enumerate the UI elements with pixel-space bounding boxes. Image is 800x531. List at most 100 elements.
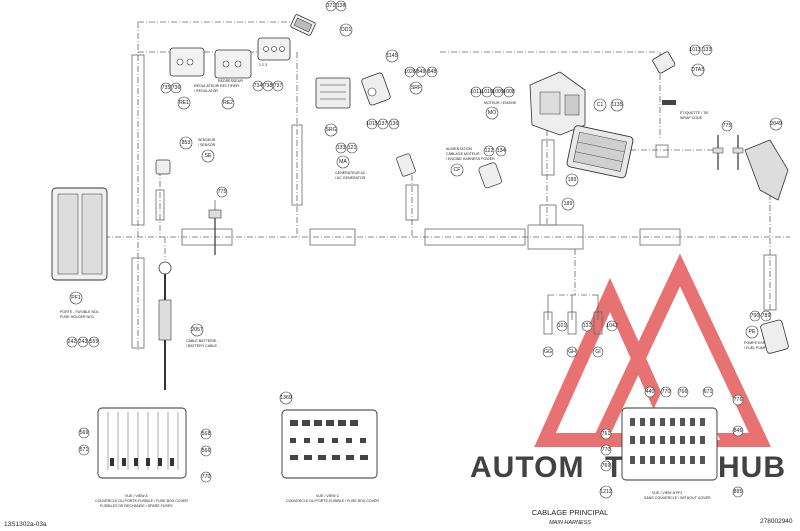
- ref-738: 738: [264, 83, 273, 89]
- ref-440: 440: [646, 389, 655, 395]
- engine-harness-label-1: ALIMENTATION: [446, 147, 472, 151]
- ref-cf: CF: [454, 167, 461, 173]
- connector-c1: C1 1135 189 189: [561, 98, 634, 211]
- ref-846: 846: [734, 428, 743, 434]
- ref-1135: 1135: [611, 102, 622, 108]
- regulator-connectors: 1 2 3 735 736 RÉGULATEUR / REGULATOR RE1…: [160, 37, 291, 110]
- ref-pe: PE: [749, 329, 756, 335]
- fuel-pump-label-en: / FUEL PUMP: [744, 346, 767, 350]
- ref-se: SE: [205, 153, 212, 159]
- pins-label: 1 2 3: [259, 63, 267, 67]
- view-a-fuse-cover: 569 571 568 566 770 VUE / VIEW A COUVERC…: [78, 407, 212, 508]
- ref-569: 569: [80, 430, 89, 436]
- ref-1145: 1145: [386, 53, 397, 59]
- sensor-label-en: / SENSOR: [198, 143, 216, 147]
- ref-1015: 1015: [366, 121, 378, 127]
- rectifier-label-fr: REDRESSEUR: [218, 79, 243, 83]
- ref-853: 853: [182, 140, 191, 146]
- engine-mo: 1011 1010 1009 1008 MOTEUR / ENGINE MO: [470, 71, 586, 136]
- ref-1010: 1010: [481, 89, 493, 95]
- ref-848: 848: [428, 69, 437, 75]
- ref-re1: RE1: [179, 100, 189, 106]
- engine-harness-label-3: / ENGINE HARNESS POWER: [446, 157, 495, 161]
- watermark-text-1: AUTOM: [470, 451, 584, 484]
- ref-371: 371: [327, 3, 336, 9]
- ref-od1: OD1: [341, 27, 352, 33]
- ref-769: 769: [602, 463, 611, 469]
- battery-label-en: / BATTERY CABLE -: [186, 344, 220, 348]
- ref-c1: C1: [597, 102, 604, 108]
- ref-895: 895: [734, 489, 743, 495]
- ref-gh: GH: [568, 349, 576, 355]
- view-c-fuse-cover: 1369 VUE / VIEW C COUVERCLE DU PORTE-FUS…: [279, 391, 379, 503]
- tie-wrap-label-fr: ÉTIQUETTE / TIE: [680, 110, 709, 115]
- regulator-label-en: / REGULATOR: [194, 89, 218, 93]
- ref-1212: 1212: [600, 489, 612, 495]
- view-c-title: VUE / VIEW C: [316, 494, 340, 498]
- ref-776: 776: [734, 397, 743, 403]
- ref-136: 136: [390, 121, 399, 127]
- connector-dtas: 1013 133 DTAS ÉTIQUETTE / TIE WRAP CODE: [652, 44, 713, 120]
- generator-ma: 133 121 MA GÉNÉRATEUR AC / AC GENERATOR: [335, 142, 416, 180]
- ref-srf: SRF: [411, 85, 421, 91]
- ref-735: 735: [162, 85, 171, 91]
- ref-gg: GG: [544, 349, 552, 355]
- ref-pf1: PF1: [71, 295, 81, 301]
- ref-1009: 1009: [492, 89, 504, 95]
- ref-770-a: 770: [202, 474, 211, 480]
- ref-2049: 2049: [770, 121, 782, 127]
- ref-133-b: 133: [337, 145, 346, 151]
- ref-134: 134: [497, 148, 506, 154]
- ref-re2: RE2: [223, 100, 233, 106]
- ref-2057: 2057: [191, 327, 203, 333]
- drawing-number: 278002940: [760, 518, 793, 525]
- ref-gi: GI: [595, 349, 600, 355]
- regulator-label-fr: RÉGULATEUR: [194, 83, 219, 88]
- ref-671: 671: [704, 389, 713, 395]
- ref-ma: MA: [339, 159, 347, 165]
- ref-138: 138: [337, 3, 346, 9]
- ref-761: 761: [602, 431, 611, 437]
- sensor-label-fr: SENSEUR: [198, 138, 216, 142]
- ref-131: 131: [583, 323, 592, 329]
- view-b-title: VUE / VIEW B PF1: [652, 491, 683, 495]
- ref-775-a: 775: [218, 189, 227, 195]
- ref-1042: 1042: [606, 323, 618, 329]
- ref-1011: 1011: [470, 89, 481, 95]
- ref-mo: MO: [488, 110, 496, 116]
- sensor-se: 853 SENSEUR / SENSOR SE: [155, 136, 216, 175]
- engine-label: MOTEUR / ENGINE: [484, 101, 517, 105]
- ref-775-b: 775: [723, 123, 732, 129]
- harness-wiring: [60, 21, 790, 350]
- view-a-desc-fr: COUVERCLE DU PORTE-FUSIBLE / FUSE BOX CO…: [95, 499, 188, 503]
- connector-cf: ALIMENTATION CÂBLAGE MOTEUR / ENGINE HAR…: [446, 145, 507, 189]
- tie-wrap-label-en: WRAP CODE: [680, 116, 703, 120]
- fuse-holder-pf1: PF1 PORTE - FUSIBLE NO1 FUSE HOLDER NO1 …: [51, 187, 108, 348]
- ref-srg: SRG: [325, 127, 336, 133]
- ref-571: 571: [80, 447, 89, 453]
- connector-srf: 1145 1026 849 848 SRF: [361, 49, 438, 106]
- engine-harness-label-2: CÂBLAGE MOTEUR: [446, 152, 480, 156]
- ref-770-b: 770: [662, 389, 671, 395]
- ref-568: 568: [202, 431, 211, 437]
- drawing-subtitle: MAIN HARNESS: [549, 520, 591, 526]
- battery-label-fr: CÂBLE BATTERIE -: [186, 339, 219, 343]
- ref-101: 101: [558, 323, 567, 329]
- ref-243: 243: [79, 339, 88, 345]
- rectifier-label-en: / RECTIFIER: [218, 84, 239, 88]
- ref-736: 736: [172, 85, 181, 91]
- ref-1008: 1008: [503, 89, 515, 95]
- ref-789: 789: [762, 313, 771, 319]
- view-a-desc-en: FUSIBLES DE RECHANGE / SPARE FUSES: [100, 504, 173, 508]
- generator-label: GÉNÉRATEUR AC: [335, 170, 366, 175]
- view-b-desc: SANS COUVERCLE / WITHOUT COVER: [644, 496, 711, 500]
- ref-770-c: 770: [602, 447, 611, 453]
- fuse-holder-label-en: FUSE HOLDER NO1: [60, 315, 94, 319]
- fuse-holder-label-fr: PORTE - FUSIBLE NO1: [60, 310, 99, 314]
- battery-cable: 2057 CÂBLE BATTERIE - / BATTERY CABLE -: [158, 261, 220, 390]
- doc-id: 13S1302a-03a: [4, 521, 47, 528]
- ref-121: 121: [348, 145, 357, 151]
- fuel-pump-pe: 790 789 PE POMPE ESSENCE / FUEL PUMP: [744, 310, 789, 354]
- ref-766: 766: [679, 389, 688, 395]
